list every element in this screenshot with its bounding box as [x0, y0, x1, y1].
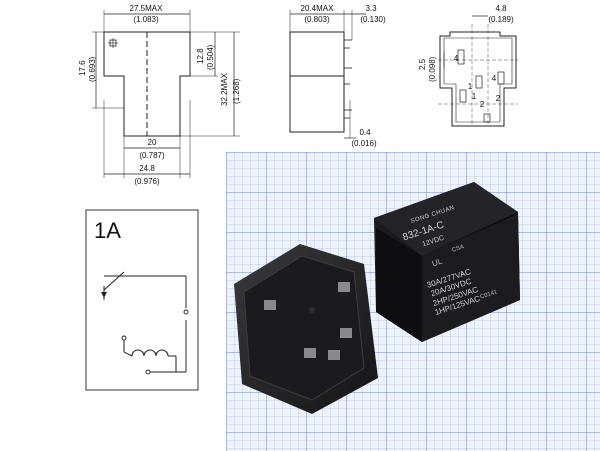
front-height-right-upper: 12.8 [196, 48, 205, 64]
front-view-drawing [92, 10, 240, 178]
side-width-max-inch: (0.803) [304, 15, 330, 24]
schematic-label: 1A [94, 218, 121, 243]
relay-labelled [374, 182, 520, 342]
bottom-pitch-h-inch: (0.189) [488, 15, 514, 24]
product-photo: SONG CHUAN 832-1A-C 12VDC UL CSA 30A/277… [226, 152, 600, 451]
side-width-max: 20.4MAX [300, 4, 334, 13]
front-width-max-inch: (1.083) [133, 15, 159, 24]
front-height-left: 17.6 [78, 60, 87, 76]
side-pin-thickness: 0.4 [359, 128, 371, 137]
bottom-pin-label-a: 4 [453, 54, 459, 63]
bottom-pin-label-c: 2 [495, 94, 501, 103]
front-height-right-total: 32.2MAX [220, 73, 229, 106]
relay-pins [234, 244, 378, 414]
front-width-max: 27.5MAX [129, 4, 163, 13]
bottom-view-drawing [438, 15, 518, 127]
bottom-pitch-h: 4.8 [495, 4, 507, 13]
side-view-drawing [289, 10, 366, 139]
front-bottom-inner-inch: (0.787) [139, 151, 165, 160]
side-pin-offset-inch: (0.130) [360, 15, 386, 24]
front-height-right-total-inch: (1.268) [232, 78, 241, 104]
front-height-left-inch: (0.693) [88, 56, 97, 82]
bottom-pin-label-b: 1 [467, 82, 473, 91]
side-pin-thickness-inch: (0.016) [351, 139, 377, 148]
bottom-pitch-v-inch: (0.098) [428, 56, 437, 82]
bottom-pitch-v: 2.5 [418, 58, 427, 70]
front-bottom-outer: 24.8 [139, 164, 155, 173]
front-bottom-outer-inch: (0.976) [134, 177, 160, 186]
bottom-pin-label-e: 1 [471, 92, 477, 101]
front-height-right-upper-inch: (0.504) [206, 44, 215, 70]
front-bottom-inner: 20 [147, 138, 157, 147]
bottom-pin-label-f: 2 [479, 100, 485, 109]
side-pin-offset: 3.3 [365, 4, 377, 13]
bottom-pin-label-d: 4 [491, 74, 497, 83]
schematic-drawing [85, 209, 199, 391]
relay-photo-svg [234, 182, 520, 414]
